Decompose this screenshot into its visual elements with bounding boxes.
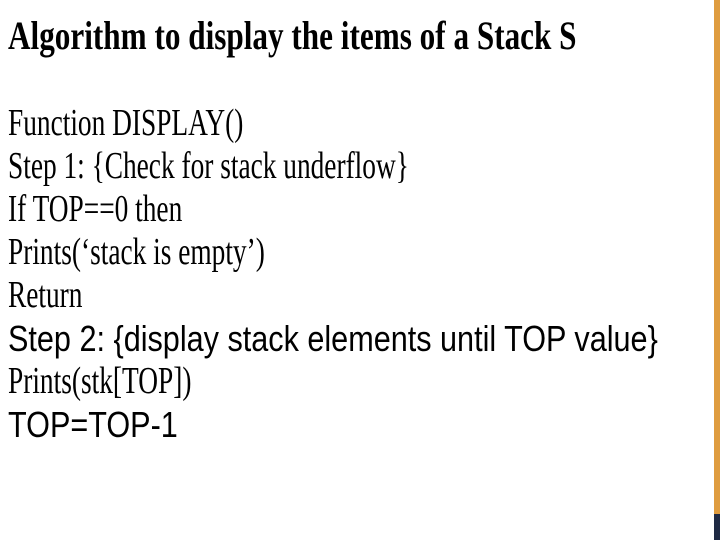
algorithm-text-block: Function DISPLAY() Step 1: {Check for st… [8, 102, 720, 446]
algorithm-line-return: Return [8, 274, 83, 316]
slide-title: Algorithm to display the items of a Stac… [8, 13, 577, 58]
right-edge-strip-footer [714, 514, 720, 540]
algorithm-line-top-decrement: TOP=TOP-1 [8, 404, 178, 445]
right-edge-strip [714, 0, 720, 540]
algorithm-line-step2: Step 2: {display stack elements until TO… [8, 318, 658, 359]
algorithm-line-prints-stk: Prints(stk[TOP]) [8, 360, 192, 402]
algorithm-line-function: Function DISPLAY() [8, 102, 244, 144]
algorithm-line-prints-empty: Prints(‘stack is empty’) [8, 231, 265, 273]
algorithm-line-step1: Step 1: {Check for stack underflow} [8, 145, 409, 187]
algorithm-line-if-top: If TOP==0 then [8, 188, 183, 230]
